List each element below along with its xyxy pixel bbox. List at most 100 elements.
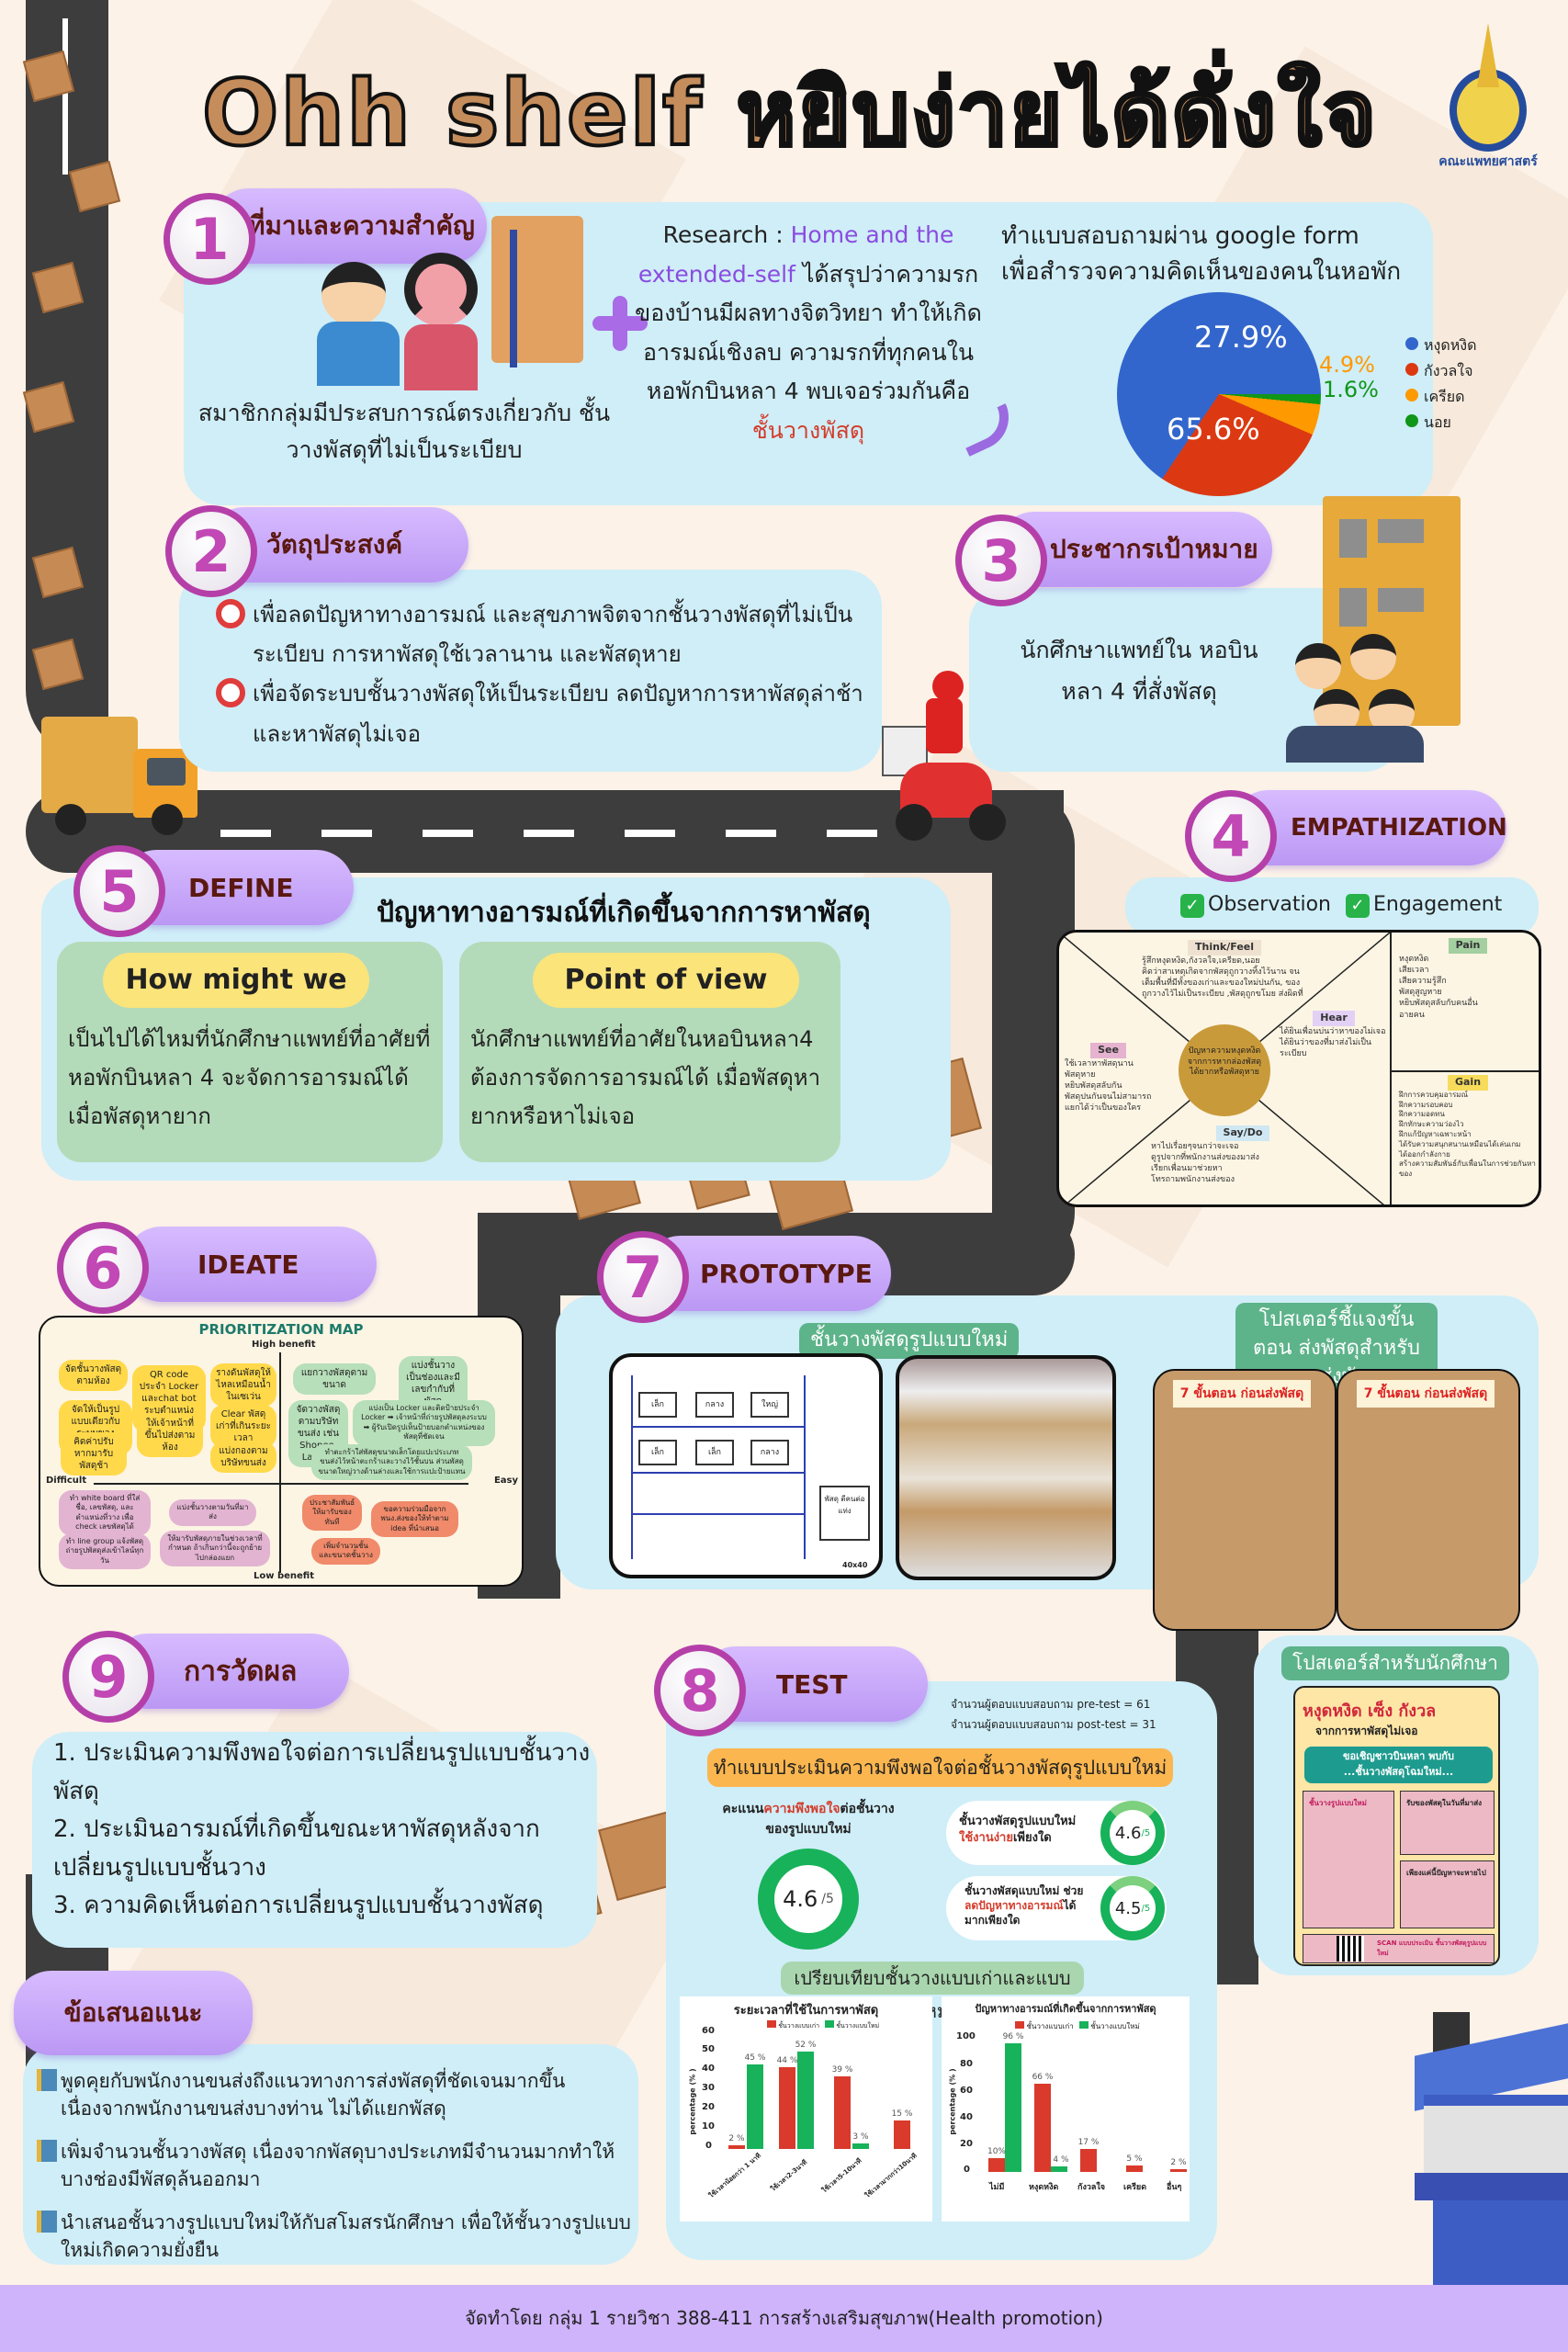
empathy-map-center: ปัญหาความหงุดหงิดจากการหากล่องพัสดุได้ยา… [1179, 1024, 1270, 1116]
shelf-sketch-diagram: เล็ก กลาง ใหญ่ เล็ก เล็ก กลาง พัสดุ ตีคน… [609, 1353, 883, 1578]
idea-note: ทำตะกร้าใส่พัสดุขนาดเล็กโดยแปะประเภทขนส่… [311, 1444, 472, 1481]
student-poster: หงุดหงิด เซ็ง กังวล จากการหาพัสดุไม่เจอ … [1293, 1686, 1500, 1966]
how-might-we-text: เป็นไปได้ไหมที่นักศึกษาแพทย์ที่อาศัยที่ห… [68, 1026, 431, 1129]
idea-note: เพิ่มจำนวนชั้นและขนาดชั้นวาง [311, 1538, 380, 1565]
book-icon [37, 2069, 57, 2091]
target-population-text: นักศึกษาแพทย์ใน หอบินหลา 4 ที่สั่งพัสดุ [1020, 637, 1258, 705]
prioritization-map: PRIORITIZATION MAP High benefit Low bene… [39, 1316, 524, 1587]
idea-note: คิดค่าปรับหากมารับพัสดุช้า [61, 1432, 127, 1476]
section-number-4: 4 [1185, 790, 1277, 882]
student-poster-label: โปสเตอร์สำหรับนักศึกษา [1281, 1646, 1509, 1681]
idea-note: ให้มารับพัสดุภายในช่วงเวลาที่กำหนด ถ้าเก… [160, 1531, 270, 1567]
point-of-view-card: Point of view นักศึกษาแพทย์ที่อาศัยในหอบ… [459, 942, 840, 1162]
legend-item: เครียด [1405, 384, 1477, 410]
section-number-2: 2 [165, 505, 257, 597]
compare-label: เปรียบเทียบชั้นวางแบบเก่าและแบบใหม่ [781, 1962, 1084, 2022]
evaluation-item: 3. ความคิดเห็นต่อการเปลี่ยนรูปแบบชั้นวาง… [53, 1892, 544, 1920]
bar-old [1126, 2165, 1143, 2172]
section-number-7: 7 [597, 1231, 689, 1323]
empathization-checks: ✓Observation ✓Engagement [1180, 893, 1502, 918]
target-icon [216, 599, 245, 628]
prioritization-map-title: PRIORITIZATION MAP [198, 1321, 364, 1338]
axis-easy: Easy [493, 1476, 518, 1486]
section-background-card [23, 2044, 638, 2265]
emotion-reduction-card: ชั้นวางพัสดุแบบใหม่ ช่วยลดปัญหาทางอารมณ์… [946, 1876, 1167, 1940]
cheering-students-illustration [1277, 625, 1433, 763]
objective-item: เพื่อลดปัญหาทางอารมณ์ และสุขภาพจิตจากชั้… [216, 595, 877, 674]
ease-of-use-ring: 4.6/5 [1100, 1801, 1165, 1865]
suggestion-item: พูดคุยกับพนักงานขนส่งถึงแนวทางการส่งพัสด… [37, 2067, 634, 2123]
idea-note: ให้เจ้าหน้าที่ขึ้นไปส่งตามห้อง [137, 1414, 203, 1457]
idea-note: ทำ line group แจ้งพัสดุ ถ่ายรูปพัสดุส่งเ… [59, 1533, 151, 1570]
delivery-truck-icon [41, 717, 211, 836]
axis-high-benefit: High benefit [252, 1340, 316, 1350]
how-might-we-card: How might we เป็นไปได้ไหมที่นักศึกษาแพทย… [57, 942, 443, 1162]
idea-note: แบ่งชั้นวางตามวันที่มาส่ง [169, 1499, 256, 1526]
chart-legend: ชั้นวางแบบเก่า ชั้นวางแบบใหม่ [1015, 2020, 1140, 2032]
checkmark-icon: ✓ [1345, 894, 1370, 918]
footer-credit: จัดทำโดย กลุ่ม 1 รายวิชา 388-411 การสร้า… [465, 2307, 1103, 2329]
axis-low-benefit: Low benefit [254, 1571, 314, 1581]
dormitory-building-illustration [1323, 496, 1461, 726]
objectives-list: เพื่อลดปัญหาทางอารมณ์ และสุขภาพจิตจากชั้… [216, 595, 877, 754]
bar-old [1080, 2149, 1097, 2172]
chart-legend: ชั้นวางแบบเก่า ชั้นวางแบบใหม่ [767, 2020, 879, 2031]
pie-label-stressed: 4.9% [1319, 352, 1375, 378]
idea-note: แบ่งกองตามบริษัทขนส่ง [210, 1442, 276, 1473]
section-number-8: 8 [654, 1645, 746, 1736]
check-engagement: ✓Engagement [1345, 893, 1502, 918]
suggestion-item: นำเสนอชั้นวางรูปแบบใหม่ให้กับสโมสรนักศึก… [37, 2209, 634, 2265]
pie-legend: หงุดหงิด กังวลใจ เครียด นอย [1405, 333, 1477, 435]
road-dash [827, 830, 877, 837]
bar-new [1051, 2166, 1067, 2172]
bar-new [1005, 2043, 1021, 2172]
bar-old [779, 2067, 795, 2149]
faculty-logo: คณะแพทยศาสตร์ [1433, 23, 1543, 170]
axis-difficult: Difficult [46, 1476, 87, 1486]
section-number-1: 1 [164, 193, 255, 285]
bar-old [1170, 2169, 1187, 2172]
courier-poster-2: 7 ขั้นตอน ก่อนส่งพัสดุ [1337, 1369, 1520, 1631]
point-of-view-label: Point of view [533, 953, 799, 1008]
suggestion-item: เพิ่มจำนวนชั้นวางพัสดุ เนื่องจากพัสดุบาง… [37, 2138, 634, 2194]
main-satisfaction-caption: คะแนนความพึงพอใจต่อชั้นวางของรูปแบบใหม่ [722, 1802, 895, 1838]
define-headline: ปัญหาทางอารมณ์ที่เกิดขึ้นจากการหาพัสดุ [377, 897, 871, 929]
check-observation: ✓Observation [1180, 893, 1331, 918]
survey-caption: ทำแบบสอบถามผ่าน google form เพื่อสำรวจคว… [1001, 222, 1402, 286]
idea-note: แบ่งเป็น Locker และติดป้ายประจำ Locker ➡… [353, 1400, 495, 1446]
book-icon [37, 2139, 57, 2162]
section-background-card [179, 570, 882, 772]
bar-old [728, 2145, 745, 2149]
section-title-background-importance: ที่มาและความสำคัญ [211, 188, 487, 264]
idea-note: จัดชั้นวางพัสดุตามห้อง [59, 1360, 128, 1391]
legend-item: กังวลใจ [1405, 358, 1477, 384]
idea-note: ขอความร่วมมือจากพนง.ส่งของให้ทำตาม idea … [371, 1501, 458, 1538]
search-time-bar-chart: ระยะเวลาที่ใช้ในการหาพัสดุ ชั้นวางแบบเก่… [680, 1996, 932, 2222]
research-summary: Research : Home and the extended-self ได… [635, 221, 982, 444]
blue-shop-building-illustration [1415, 1994, 1568, 2301]
see-quadrant: See ใช้เวลาหาพัสดุนาน พัสดุหาย หยิบพัสดุ… [1065, 1043, 1152, 1114]
think-feel-quadrant: Think/Feel รู้สึกหงุดหงิด,กังวลใจ,เครียด… [1142, 940, 1303, 1000]
road-dash [524, 830, 574, 837]
pie-label-frustrated: 65.6% [1167, 412, 1260, 447]
ease-of-use-card: ชั้นวางพัสดุรูปแบบใหม่ใช้งานง่ายเพียงใด … [946, 1801, 1167, 1865]
posttest-count: จำนวนผู้ตอบแบบสอบถาม post-test = 31 [951, 1718, 1156, 1731]
road-dash [726, 830, 776, 837]
say-do-quadrant: Say/Do หาไปเรื่อยๆจนกว่าจะเจอ ดูรูปจากที… [1151, 1125, 1335, 1185]
hear-quadrant: Hear ได้ยินเพื่อนบ่นว่าหาของไม่เจอ ได้ยิ… [1280, 1011, 1386, 1059]
idea-note: แยกวางพัสดุตามขนาด [293, 1363, 376, 1395]
section-number-5: 5 [73, 845, 165, 937]
pain-quadrant: Pain หงุดหงิด เสียเวลา เสียความรู้สึก พั… [1399, 938, 1537, 1021]
objective-item: เพื่อจัดระบบชั้นวางพัสดุให้เป็นระเบียบ ล… [216, 674, 877, 753]
evaluation-item: 1. ประเมินความพึงพอใจต่อการเปลี่ยนรูปแบบ… [53, 1739, 591, 1805]
road-dash [423, 830, 473, 837]
section1-caption: สมาชิกกลุ่มมีประสบการณ์ตรงเกี่ยวกับ ชั้น… [197, 400, 611, 463]
delivery-scooter-icon [882, 671, 1010, 845]
point-of-view-text: นักศึกษาแพทย์ที่อาศัยในหอบินหลา4 ต้องการ… [470, 1026, 821, 1129]
empathy-map: ปัญหาความหงุดหงิดจากการหากล่องพัสดุได้ยา… [1056, 930, 1541, 1207]
emotion-problem-bar-chart: ปัญหาทางอารมณ์ที่เกิดขึ้นจากการหาพัสดุ ช… [942, 1996, 1190, 2222]
gain-quadrant: Gain ฝึกการควบคุมอารมณ์ ฝึกความรอบคอบ ฝึ… [1399, 1075, 1536, 1179]
section-number-9: 9 [62, 1631, 154, 1723]
section-title-empathization: EMPATHIZATION [1231, 790, 1507, 865]
evaluation-list: 1. ประเมินความพึงพอใจต่อการเปลี่ยนรูปแบบ… [53, 1735, 595, 1926]
